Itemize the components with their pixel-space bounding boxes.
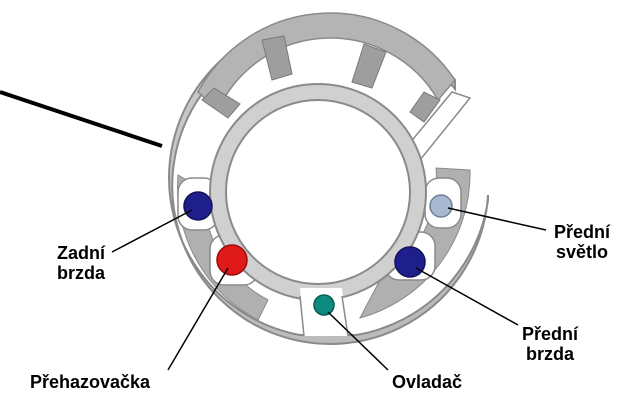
label-front-brake: Přední brzda: [510, 324, 590, 364]
leader-line-front-brake: [415, 267, 519, 326]
label-front-brake-line1: Přední: [521, 324, 578, 344]
label-front-brake-line2: brzda: [525, 344, 574, 364]
pin-front-brake: [394, 246, 426, 278]
connector-tooth: [409, 91, 441, 123]
label-front-light: Přední světlo: [544, 222, 620, 262]
pin-front-light: [429, 194, 453, 218]
leader-line-rear-brake: [111, 209, 193, 253]
connector-bore: [225, 99, 411, 285]
label-rear-brake-line2: brzda: [56, 263, 105, 283]
pin-controller: [313, 294, 335, 316]
pin-derailleur: [216, 244, 248, 276]
cable: [0, 90, 163, 148]
leader-line-controller: [327, 311, 389, 371]
connector-tooth: [351, 43, 387, 89]
label-rear-brake: Zadní brzda: [44, 243, 118, 283]
label-derailleur: Přehazovačka: [10, 372, 170, 392]
leader-line-front-light: [447, 207, 547, 231]
connector-tooth: [201, 87, 241, 119]
connector-body: [168, 12, 489, 345]
pin-rear-brake: [183, 191, 213, 221]
connector-tooth: [261, 35, 293, 81]
label-controller: Ovladač: [382, 372, 472, 392]
label-controller-text: Ovladač: [391, 372, 463, 392]
connector-outer-shell: [168, 17, 489, 345]
label-front-light-line2: světlo: [555, 242, 609, 262]
label-derailleur-text: Přehazovačka: [29, 372, 151, 392]
label-rear-brake-line1: Zadní: [57, 243, 105, 263]
label-front-light-line1: Přední: [553, 222, 610, 242]
leader-line-derailleur: [167, 267, 229, 371]
